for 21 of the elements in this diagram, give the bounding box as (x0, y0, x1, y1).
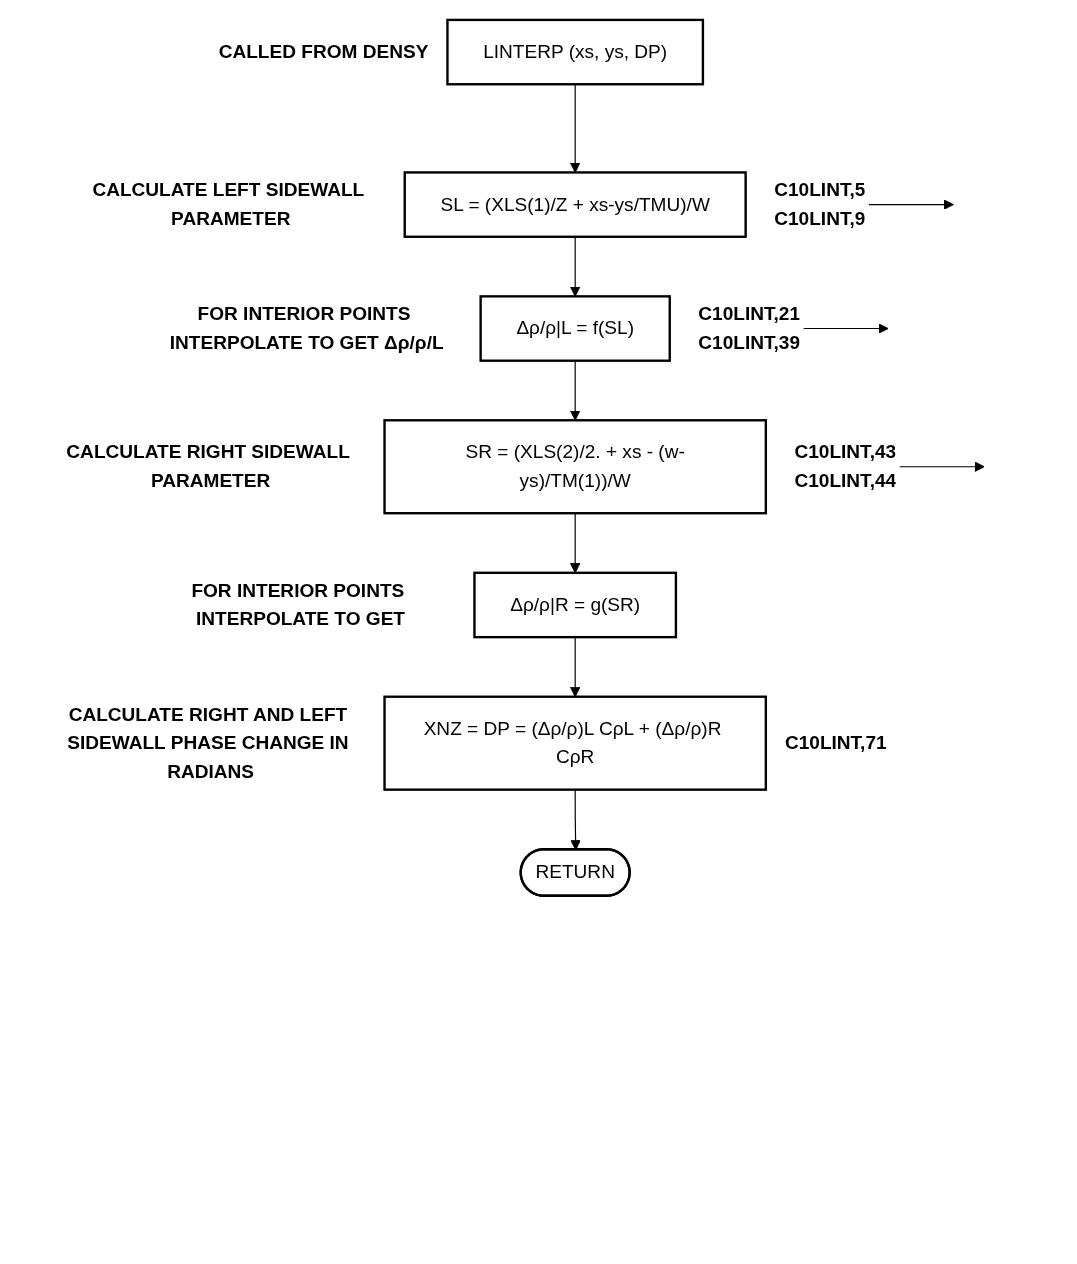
node-box: Δρ/ρ|L = f(SL) (479, 295, 671, 362)
node-label: CALCULATE LEFT SIDEWALL PARAMETER (92, 179, 364, 229)
arrow (569, 236, 581, 297)
arrow (803, 323, 889, 334)
arrow (899, 461, 985, 472)
node-label: CALCULATE RIGHT SIDEWALL PARAMETER (66, 441, 350, 491)
arrow (868, 199, 954, 210)
node-label: FOR INTERIOR POINTS INTERPOLATE TO GET Δρ/ρ/L (169, 303, 444, 353)
node-box: SL = (XLS(1)/Z + xs-ys/TMU)/W (403, 171, 747, 238)
node-text: C10LINT,21 C10LINT,39 (698, 303, 801, 353)
node-label: CALLED FROM DENSY (218, 41, 429, 62)
node-label: CALCULATE RIGHT AND LEFT SIDEWALL PHASE CHANGE IN RADIANS (67, 703, 349, 782)
node-box: LINTERP (xs, ys, DP) (446, 18, 705, 86)
node-text: C10LINT,43 C10LINT,44 (794, 441, 897, 491)
node-box: XNZ = DP = (Δρ/ρ)L CρL + (Δρ/ρ)R CρR (383, 695, 768, 791)
node-text: C10LINT,5 C10LINT,9 (774, 179, 866, 229)
node-box: Δρ/ρ|R = g(SR) (473, 571, 678, 639)
node-label: C10LINT,71 (784, 732, 887, 753)
arrow (569, 360, 581, 421)
node-box: SR = (XLS(2)/2. + xs - (w-ys)/TM(1))/W (383, 419, 768, 515)
node-label: FOR INTERIOR POINTS INTERPOLATE TO GET (191, 579, 405, 629)
